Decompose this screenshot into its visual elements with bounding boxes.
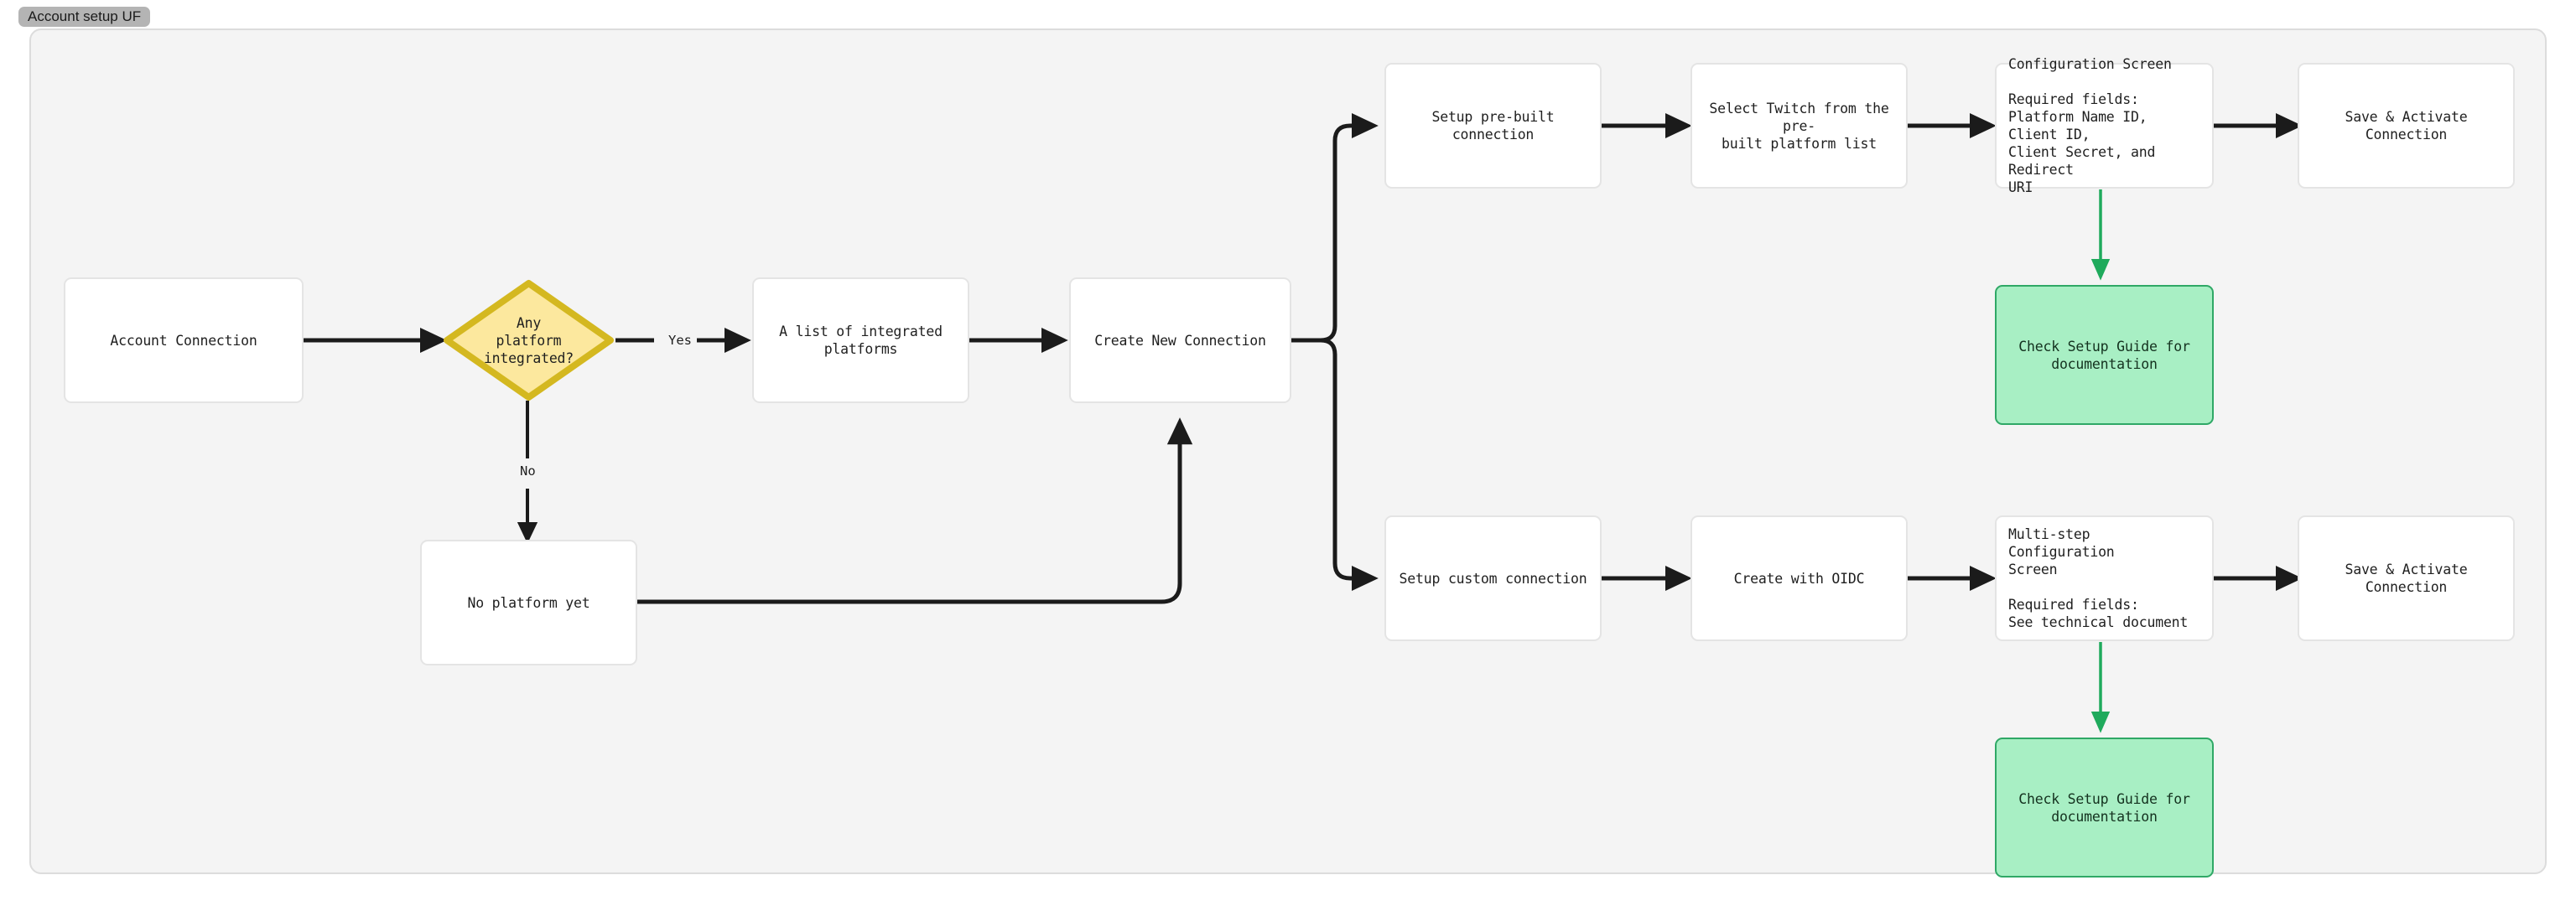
node-save-activate-connection-bottom[interactable]: Save & Activate Connection: [2298, 515, 2515, 641]
node-any-platform-integrated[interactable]: Any platform integrated?: [442, 278, 615, 402]
node-label: Setup custom connection: [1399, 570, 1587, 587]
node-label: Check Setup Guide for documentation: [2018, 790, 2190, 825]
edge-create-split-top: [1291, 112, 1379, 343]
node-setup-custom-connection[interactable]: Setup custom connection: [1384, 515, 1602, 641]
node-select-twitch-from-list[interactable]: Select Twitch from the pre- built platfo…: [1690, 63, 1908, 189]
node-list-of-integrated-platforms[interactable]: A list of integrated platforms: [752, 277, 969, 403]
node-label: Create New Connection: [1094, 332, 1266, 349]
node-check-setup-guide-bottom[interactable]: Check Setup Guide for documentation: [1995, 738, 2214, 878]
node-label: Account Connection: [110, 332, 257, 349]
node-label: Setup pre-built connection: [1431, 109, 1555, 142]
node-create-new-connection[interactable]: Create New Connection: [1069, 277, 1291, 403]
node-setup-pre-built-connection[interactable]: Setup pre-built connection: [1384, 63, 1602, 189]
node-create-with-oidc[interactable]: Create with OIDC: [1690, 515, 1908, 641]
node-multi-step-configuration-screen[interactable]: Multi-step Configuration Screen Required…: [1995, 515, 2214, 641]
node-label: Multi-step Configuration Screen Required…: [2008, 526, 2189, 630]
edge-label-yes: Yes: [668, 333, 692, 348]
edge-create-split-bottom: [1291, 338, 1379, 592]
node-check-setup-guide-top[interactable]: Check Setup Guide for documentation: [1995, 285, 2214, 425]
tab-label: Account setup UF: [28, 8, 142, 24]
node-label: Create with OIDC: [1733, 570, 1865, 587]
node-account-connection[interactable]: Account Connection: [64, 277, 304, 403]
node-label: Save & Activate Connection: [2345, 562, 2468, 595]
node-configuration-screen[interactable]: Configuration Screen Required fields: Pl…: [1995, 56, 2214, 195]
decision-diamond-shape: [444, 280, 614, 401]
node-save-activate-connection-top[interactable]: Save & Activate Connection: [2298, 63, 2515, 189]
edge-noplatform-loopback: [637, 417, 1193, 604]
node-no-platform-yet[interactable]: No platform yet: [420, 540, 637, 665]
node-label: Save & Activate Connection: [2345, 109, 2468, 142]
node-label: No platform yet: [467, 594, 590, 611]
node-label: Select Twitch from the pre- built platfo…: [1709, 100, 1889, 152]
tab-account-setup-uf[interactable]: Account setup UF: [18, 7, 151, 27]
node-label: Any platform integrated?: [483, 314, 574, 366]
node-label: Configuration Screen Required fields: Pl…: [2008, 56, 2172, 195]
node-label: A list of integrated platforms: [779, 324, 943, 357]
edge-label-no: No: [520, 463, 536, 479]
node-label: Check Setup Guide for documentation: [2018, 338, 2190, 372]
